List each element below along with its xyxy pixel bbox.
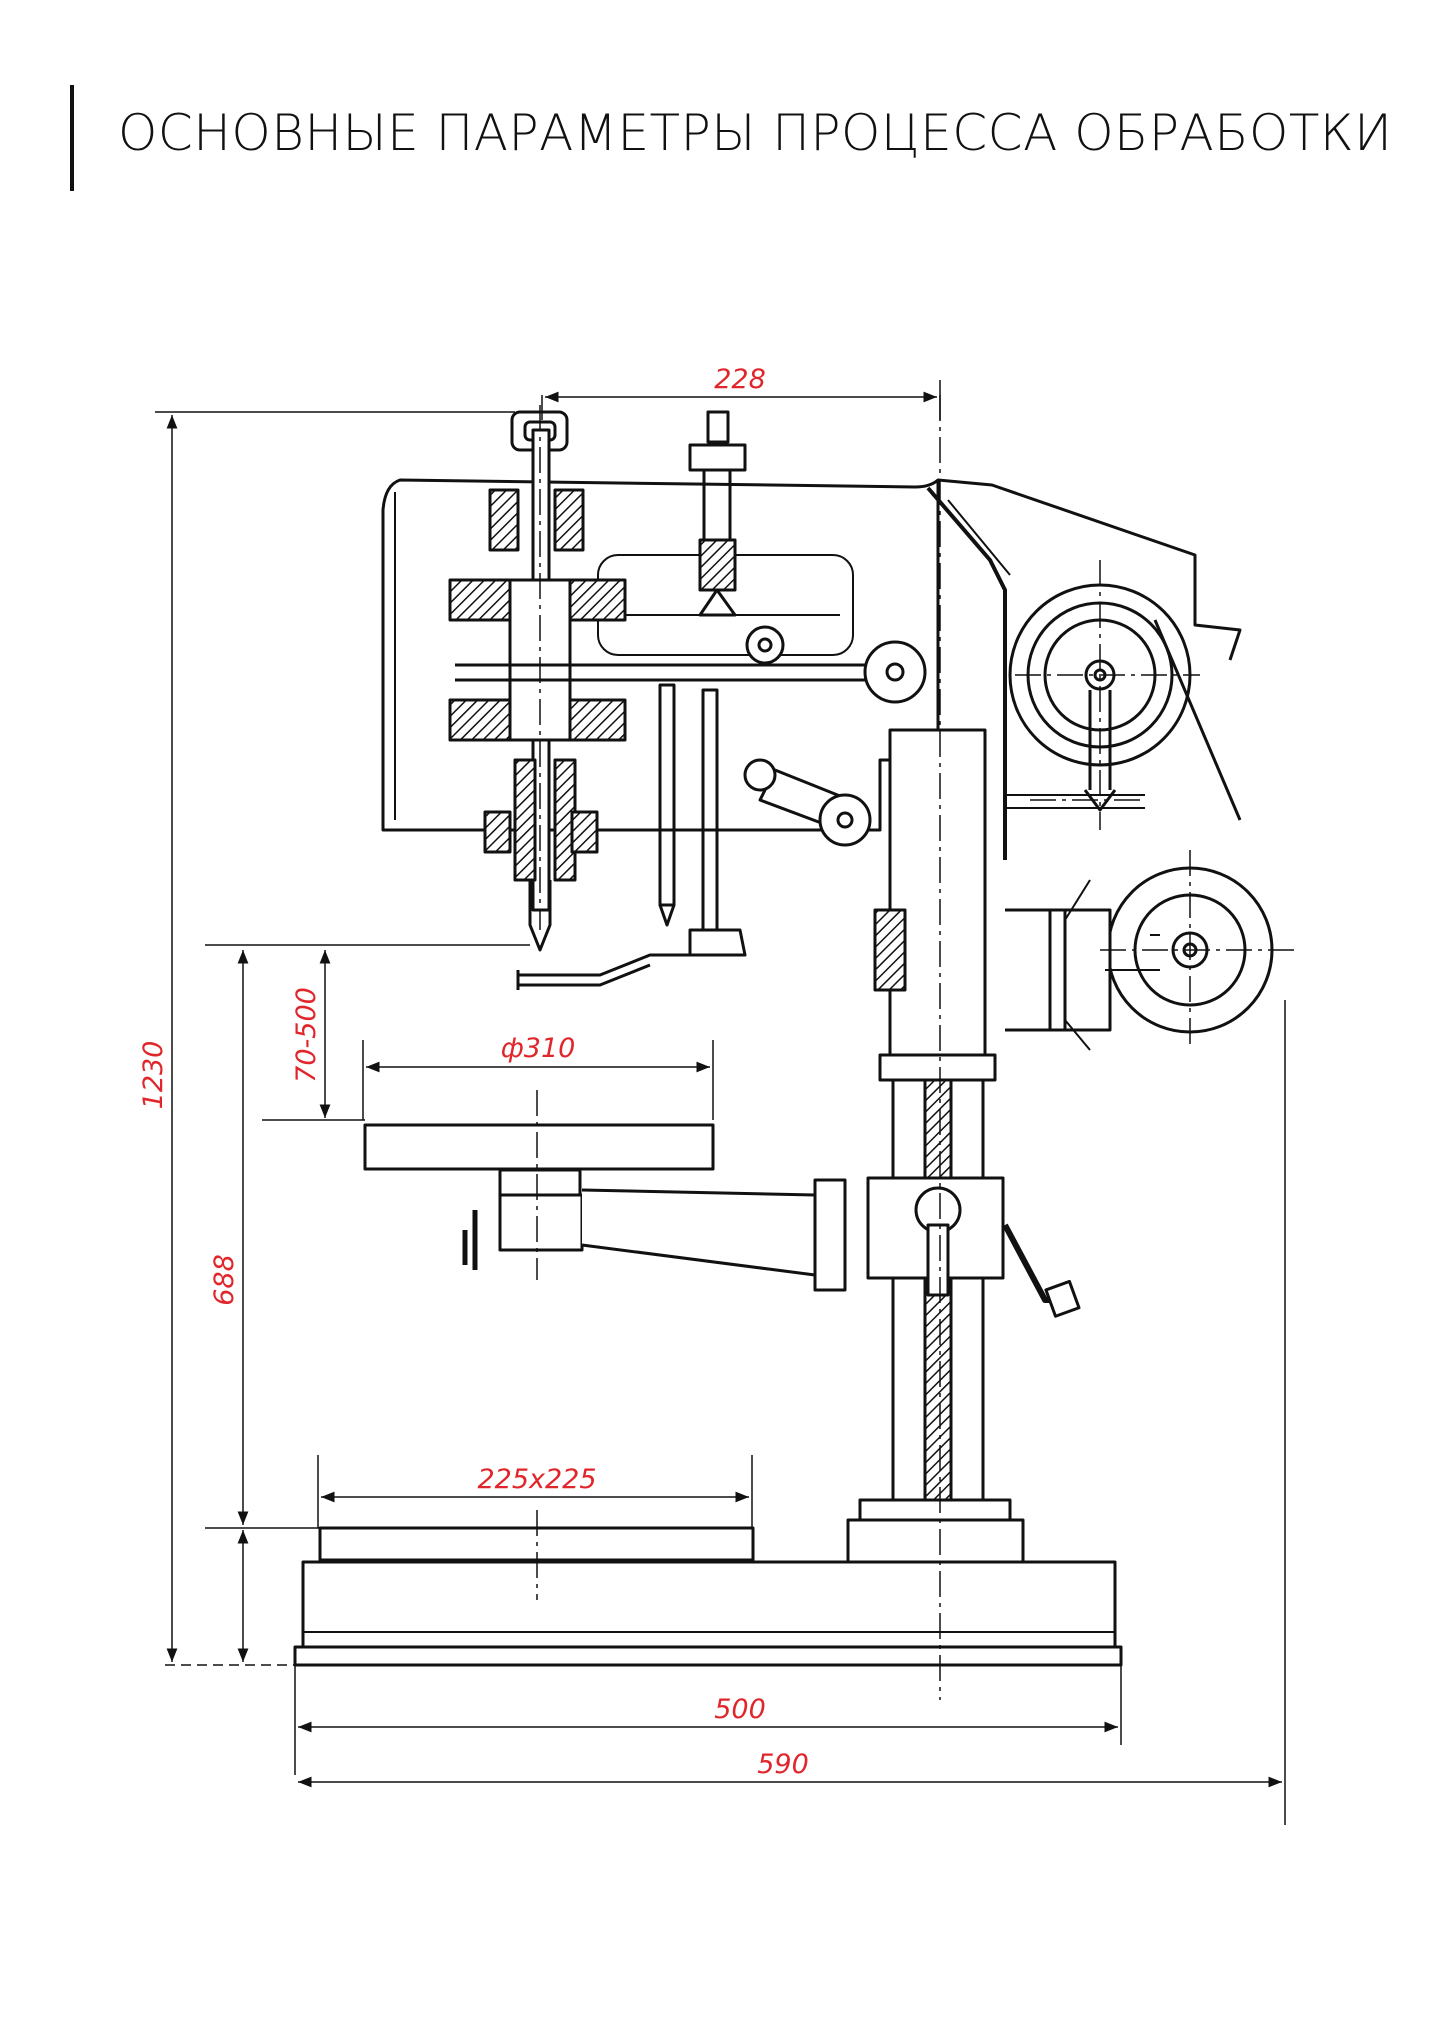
top-adjust-screw	[688, 410, 747, 617]
dimension-lines	[155, 380, 1286, 1825]
dim-spindle-to-base-label: 688	[209, 1254, 240, 1306]
page-title: ОСНОВНЫЕ ПАРАМЕТРЫ ПРОЦЕССА ОБРАБОТКИ	[118, 104, 1393, 162]
dim-overall-width-label: 590	[757, 1749, 809, 1780]
dim-base-width-label: 500	[714, 1694, 766, 1725]
dim-base-table-label: 225x225	[477, 1464, 596, 1495]
centerlines	[536, 395, 1300, 1700]
dim-total-height-label: 1230	[138, 1041, 169, 1110]
column	[846, 728, 1025, 1567]
dim-feed-range-label: 70-500	[291, 987, 322, 1083]
dim-table-diameter-label: ф310	[501, 1033, 576, 1064]
feed-linkage	[455, 625, 927, 990]
table-and-arm	[363, 1123, 1081, 1318]
title-accent-bar	[70, 85, 74, 191]
dim-head-offset-label: 228	[714, 364, 766, 395]
